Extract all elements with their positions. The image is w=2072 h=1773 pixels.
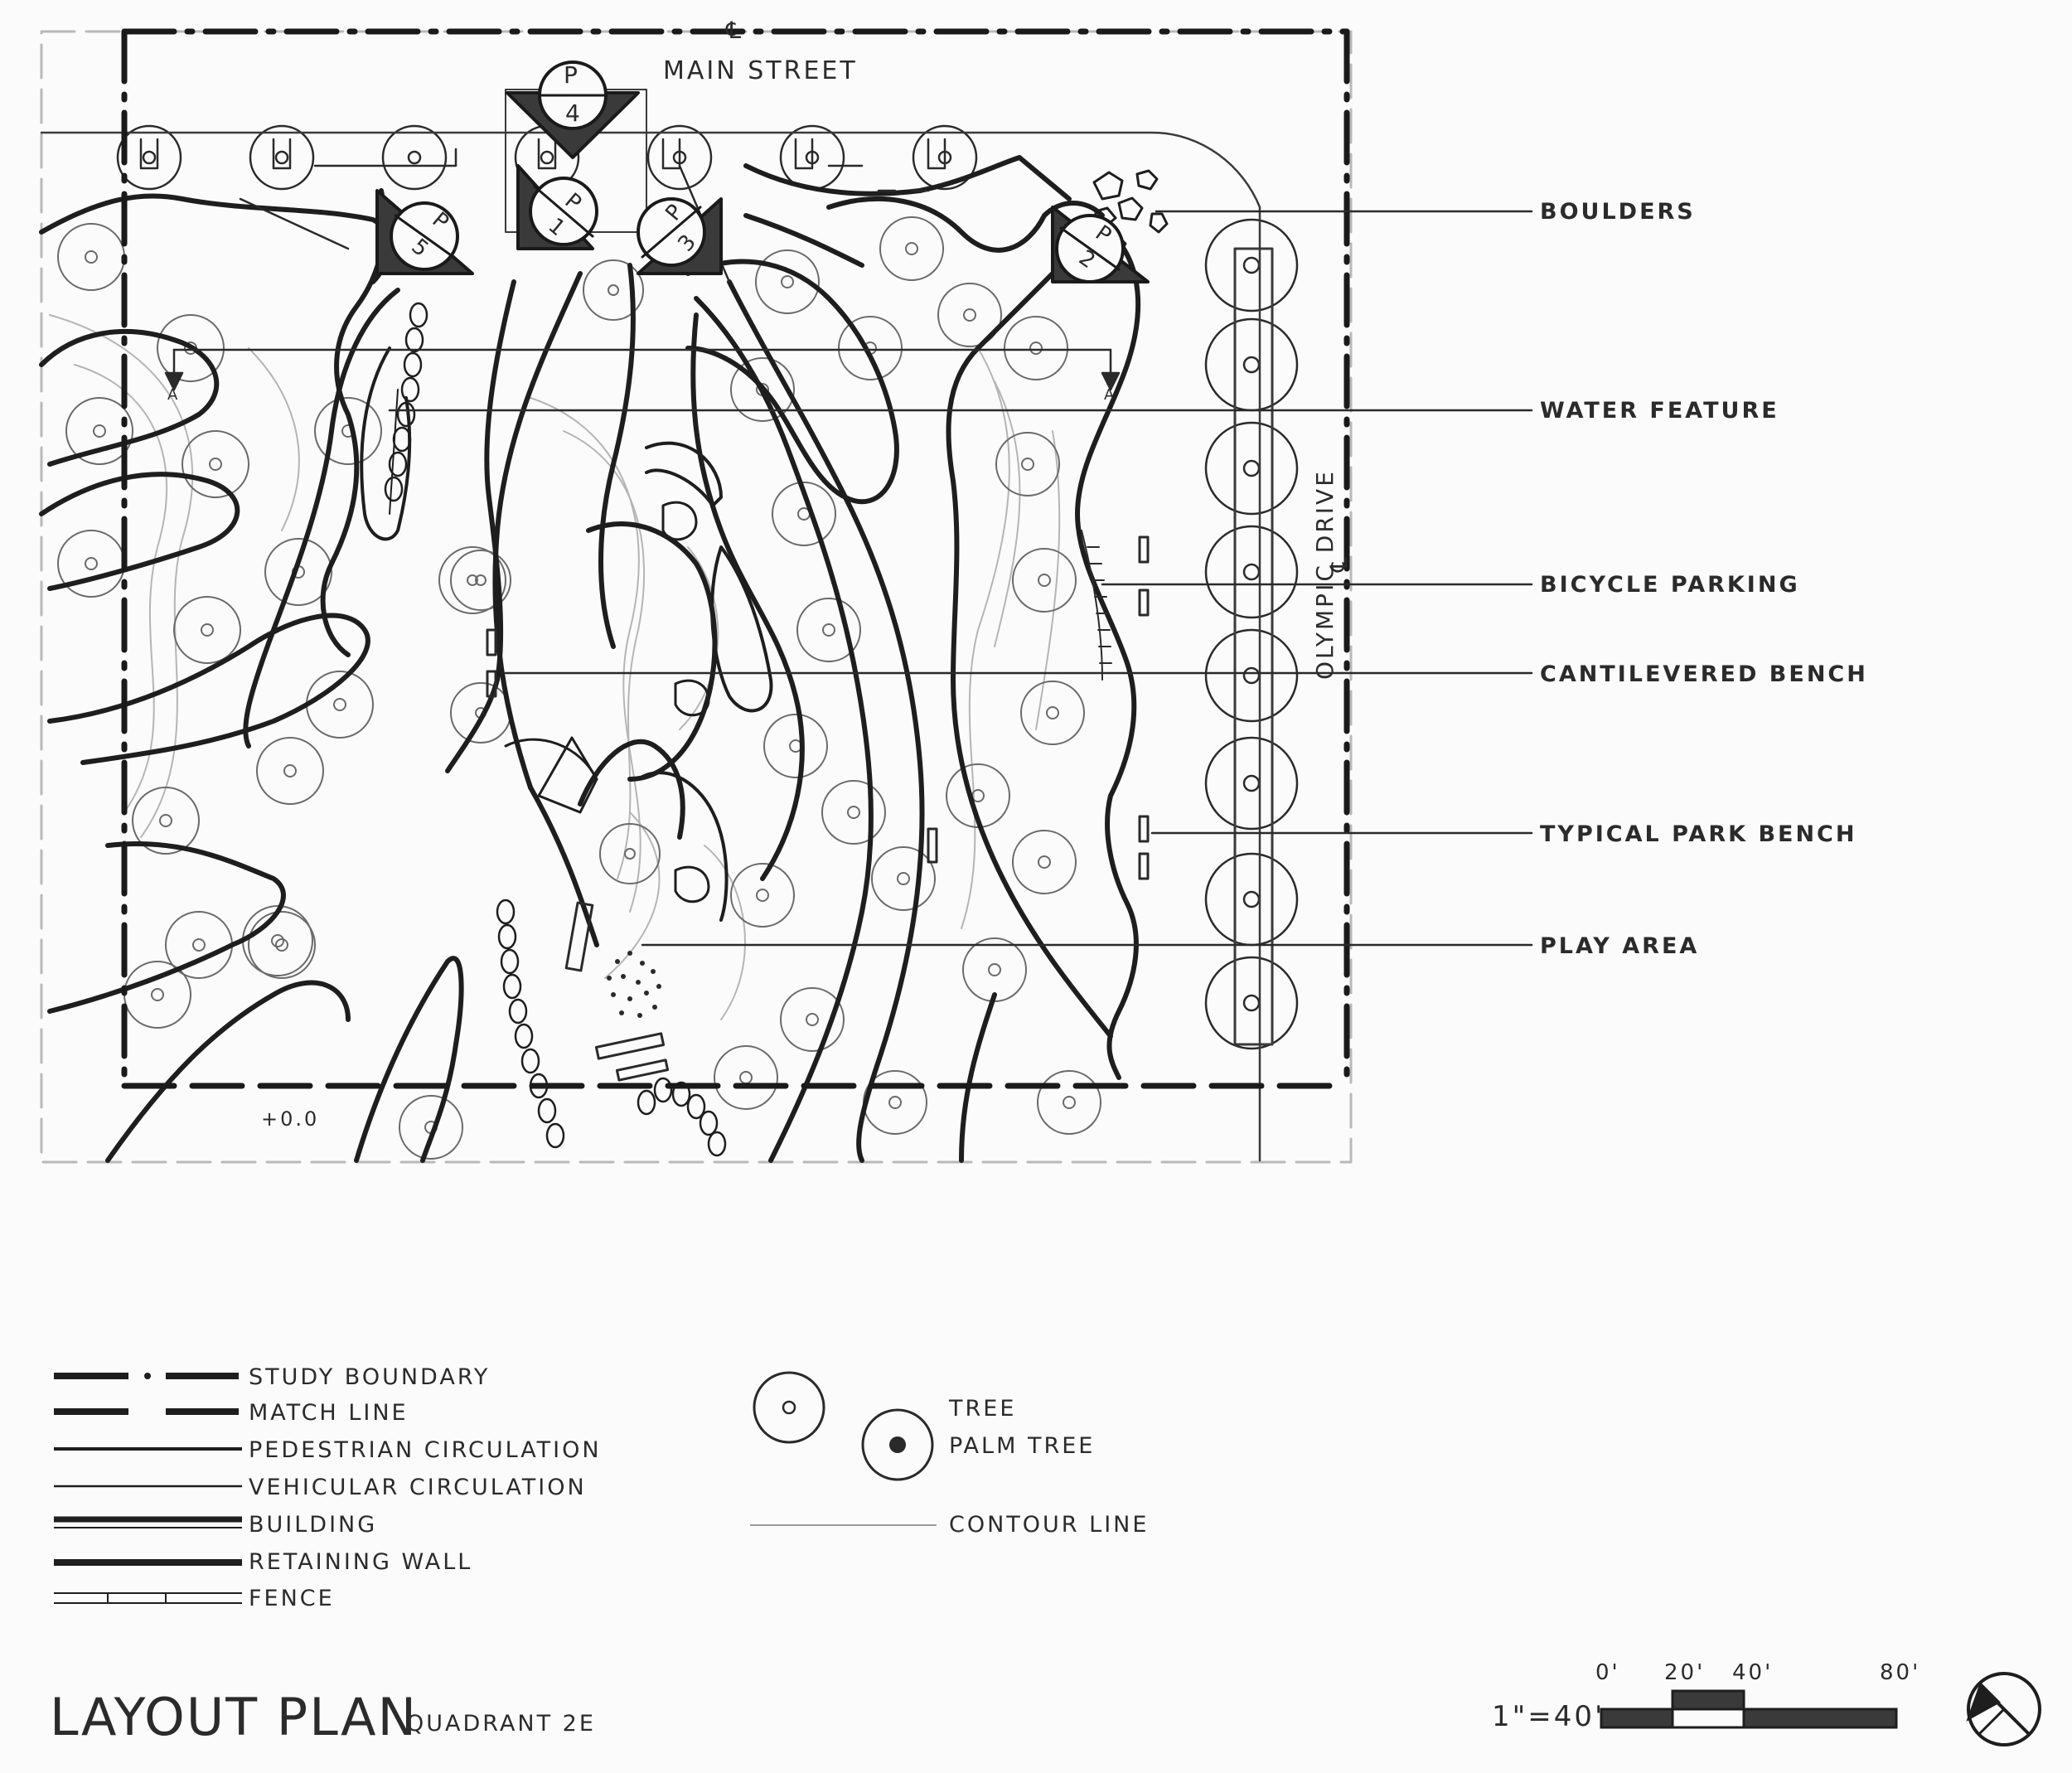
legend-vehicular-circulation: VEHICULAR CIRCULATION xyxy=(249,1475,587,1500)
north-arrow-icon xyxy=(1966,1672,2041,1746)
legend-retaining-wall: RETAINING WALL xyxy=(249,1549,472,1575)
scale-tick-20: 20' xyxy=(1664,1660,1705,1685)
spot-elevation: +0.0 xyxy=(261,1107,319,1131)
plaza-marker-p2 xyxy=(1051,206,1150,283)
play-area-dots xyxy=(607,951,661,1018)
callout-labels: BOULDERS WATER FEATURE BICYCLE PARKING C… xyxy=(1540,199,1868,959)
section-mark-left: A xyxy=(167,386,180,404)
callout-water-feature: WATER FEATURE xyxy=(1540,398,1779,424)
planting-beds xyxy=(39,155,1141,1163)
benches xyxy=(486,535,1150,1082)
legend: STUDY BOUNDARY MATCH LINE PEDESTRIAN CIR… xyxy=(54,1364,1149,1611)
callout-typical-park-bench: TYPICAL PARK BENCH xyxy=(1540,821,1857,847)
plaza-marker-p1 xyxy=(516,164,598,250)
legend-contour-line: CONTOUR LINE xyxy=(949,1512,1149,1538)
olympic-drive-centerline: ℄ xyxy=(1325,555,1353,573)
legend-match-line: MATCH LINE xyxy=(249,1400,409,1426)
main-street-label: MAIN STREET xyxy=(663,56,858,85)
stone-path xyxy=(384,302,727,1157)
legend-palm-tree: PALM TREE xyxy=(949,1433,1095,1459)
graphic-scale: 1"=40' 0' 20' 40' 80' xyxy=(1492,1660,1920,1733)
legend-study-boundary: STUDY BOUNDARY xyxy=(249,1364,490,1390)
section-mark-right: A xyxy=(1104,386,1116,404)
scale-tick-0: 0' xyxy=(1595,1660,1620,1685)
site-plan xyxy=(39,28,1533,1164)
legend-symbol-swatches xyxy=(750,1371,937,1526)
legend-line-swatches xyxy=(54,1373,242,1604)
callout-bicycle-parking: BICYCLE PARKING xyxy=(1540,572,1800,598)
drawing-frame xyxy=(40,30,1353,1164)
legend-fence: FENCE xyxy=(249,1586,335,1611)
legend-building: BUILDING xyxy=(249,1512,377,1538)
callout-cantilevered-bench: CANTILEVERED BENCH xyxy=(1540,661,1868,687)
plaza-marker-p4-top: P xyxy=(564,61,580,89)
study-boundary xyxy=(121,28,1350,1089)
scale-tick-40: 40' xyxy=(1732,1660,1773,1685)
street-tree-grates xyxy=(139,138,946,192)
bicycle-parking-rack xyxy=(1081,530,1112,681)
sheet-title: LAYOUT PLAN xyxy=(50,1687,418,1747)
scale-bar xyxy=(1600,1689,1898,1729)
play-area-elements xyxy=(504,441,773,922)
olympic-drive-label: OLYMPIC DRIVE xyxy=(1311,469,1339,680)
trees-interior xyxy=(57,216,1101,1160)
scale-tick-80: 80' xyxy=(1880,1660,1920,1685)
callout-boulders: BOULDERS xyxy=(1540,199,1696,225)
section-cut-line xyxy=(164,348,1121,391)
legend-pedestrian-circulation: PEDESTRIAN CIRCULATION xyxy=(249,1437,602,1463)
callout-play-area: PLAY AREA xyxy=(1540,933,1699,959)
plan-labels: MAIN STREET ℄ OLYMPIC DRIVE ℄ P 4 P 1 P … xyxy=(167,17,1353,1131)
palm-tree-icon xyxy=(861,1408,934,1481)
sheet-subtitle: QUADRANT 2E xyxy=(406,1711,596,1737)
plaza-marker-p3 xyxy=(637,197,723,275)
main-street-centerline: ℄ xyxy=(725,17,743,44)
plaza-marker-p5 xyxy=(375,189,474,275)
legend-tree: TREE xyxy=(948,1396,1016,1422)
tree-icon xyxy=(753,1371,825,1444)
plaza-marker-p4-bottom: 4 xyxy=(565,99,583,127)
title-block: LAYOUT PLAN QUADRANT 2E xyxy=(50,1687,596,1747)
trees-top-row xyxy=(116,124,978,191)
plaza-marker-p4 xyxy=(506,61,640,159)
water-feature xyxy=(360,346,412,541)
trees-olympic-drive xyxy=(1204,218,1299,1050)
scale-ratio: 1"=40' xyxy=(1492,1700,1605,1733)
